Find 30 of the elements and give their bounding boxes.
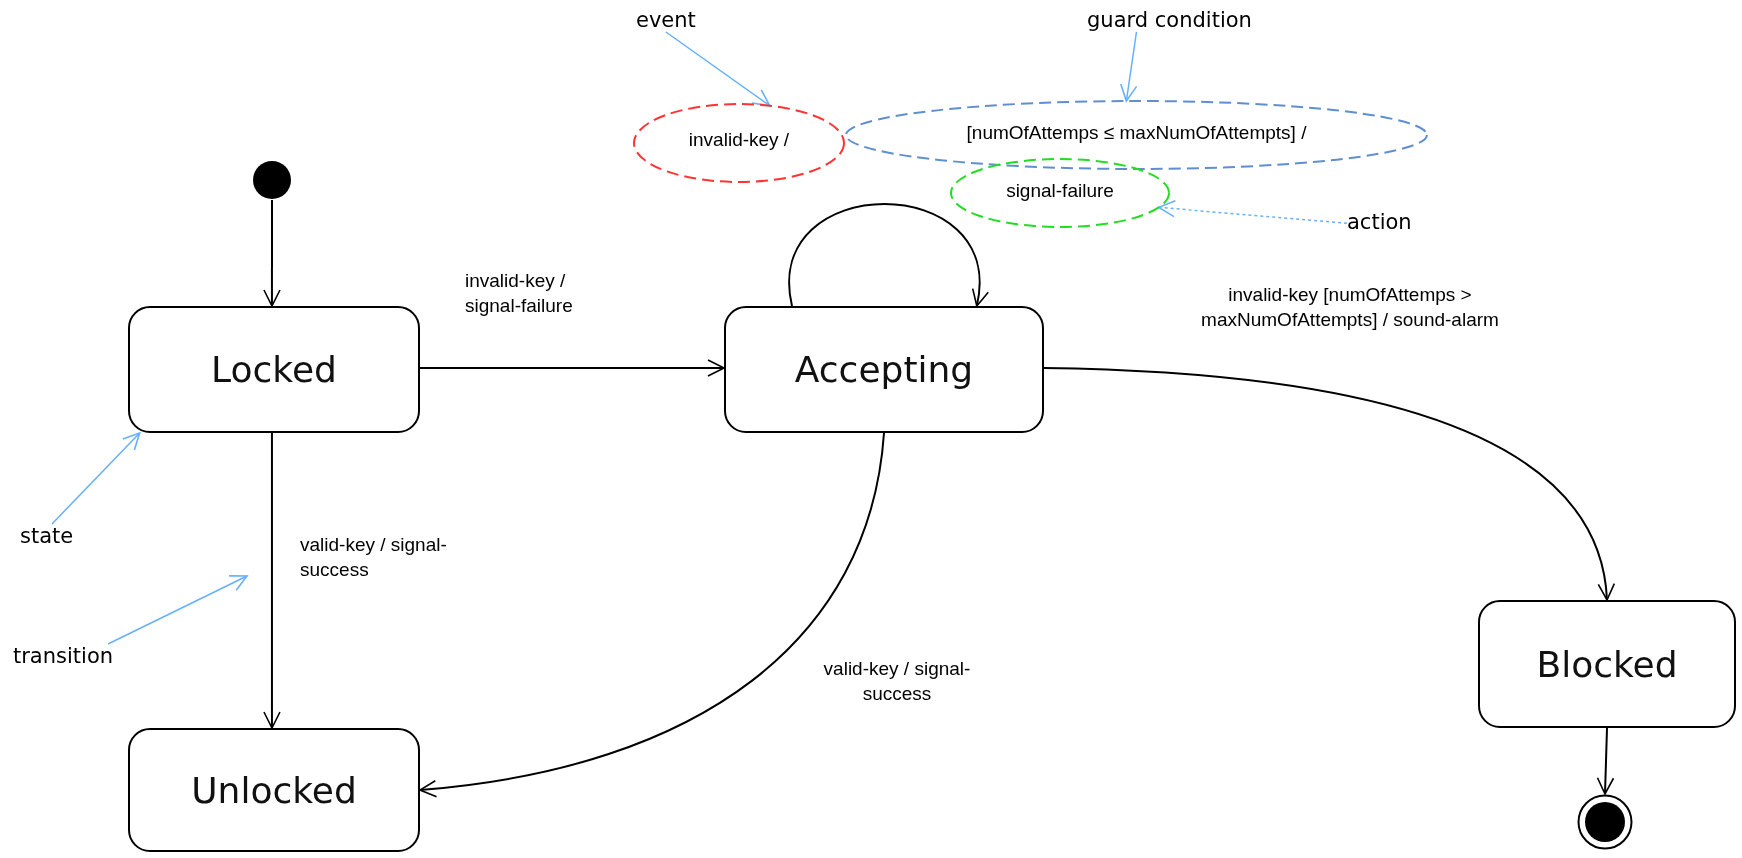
transition-arrow (263, 432, 281, 729)
leader-arrow (1158, 199, 1348, 224)
annotation-text: transition (13, 644, 114, 668)
transition-label-part: signal-failure (1006, 180, 1114, 202)
state-name: Blocked (1536, 643, 1678, 685)
annotation-text: action (1347, 210, 1412, 234)
leader-arrow (665, 31, 771, 107)
transition-label-part: [numOfAttemps ≤ maxNumOfAttempts] / (966, 122, 1307, 144)
transition-arrow (419, 432, 885, 797)
leader-arrow (51, 432, 141, 525)
initial-state-dot (252, 160, 292, 200)
state-name: Locked (211, 349, 337, 390)
state-box (724, 306, 1044, 433)
leader-arrow (1119, 31, 1138, 102)
state-box (128, 306, 420, 433)
state-box (1478, 600, 1736, 728)
annotation-text: state (20, 524, 74, 548)
state-name: Unlocked (191, 769, 357, 811)
transition-arrow (1596, 727, 1615, 795)
transition-arrow (263, 199, 281, 307)
final-state-symbol (1577, 794, 1633, 850)
transition-label-part: invalid-key / (688, 129, 790, 151)
annotation-text: guard condition (1087, 8, 1252, 32)
leader-arrow (107, 575, 248, 645)
transition-arrow (1043, 367, 1614, 601)
transition-arrow (419, 359, 725, 377)
annotation-text: event (636, 8, 696, 32)
self-transition-arrow (788, 203, 987, 307)
state-name: Accepting (794, 349, 974, 390)
state-box (128, 728, 420, 852)
